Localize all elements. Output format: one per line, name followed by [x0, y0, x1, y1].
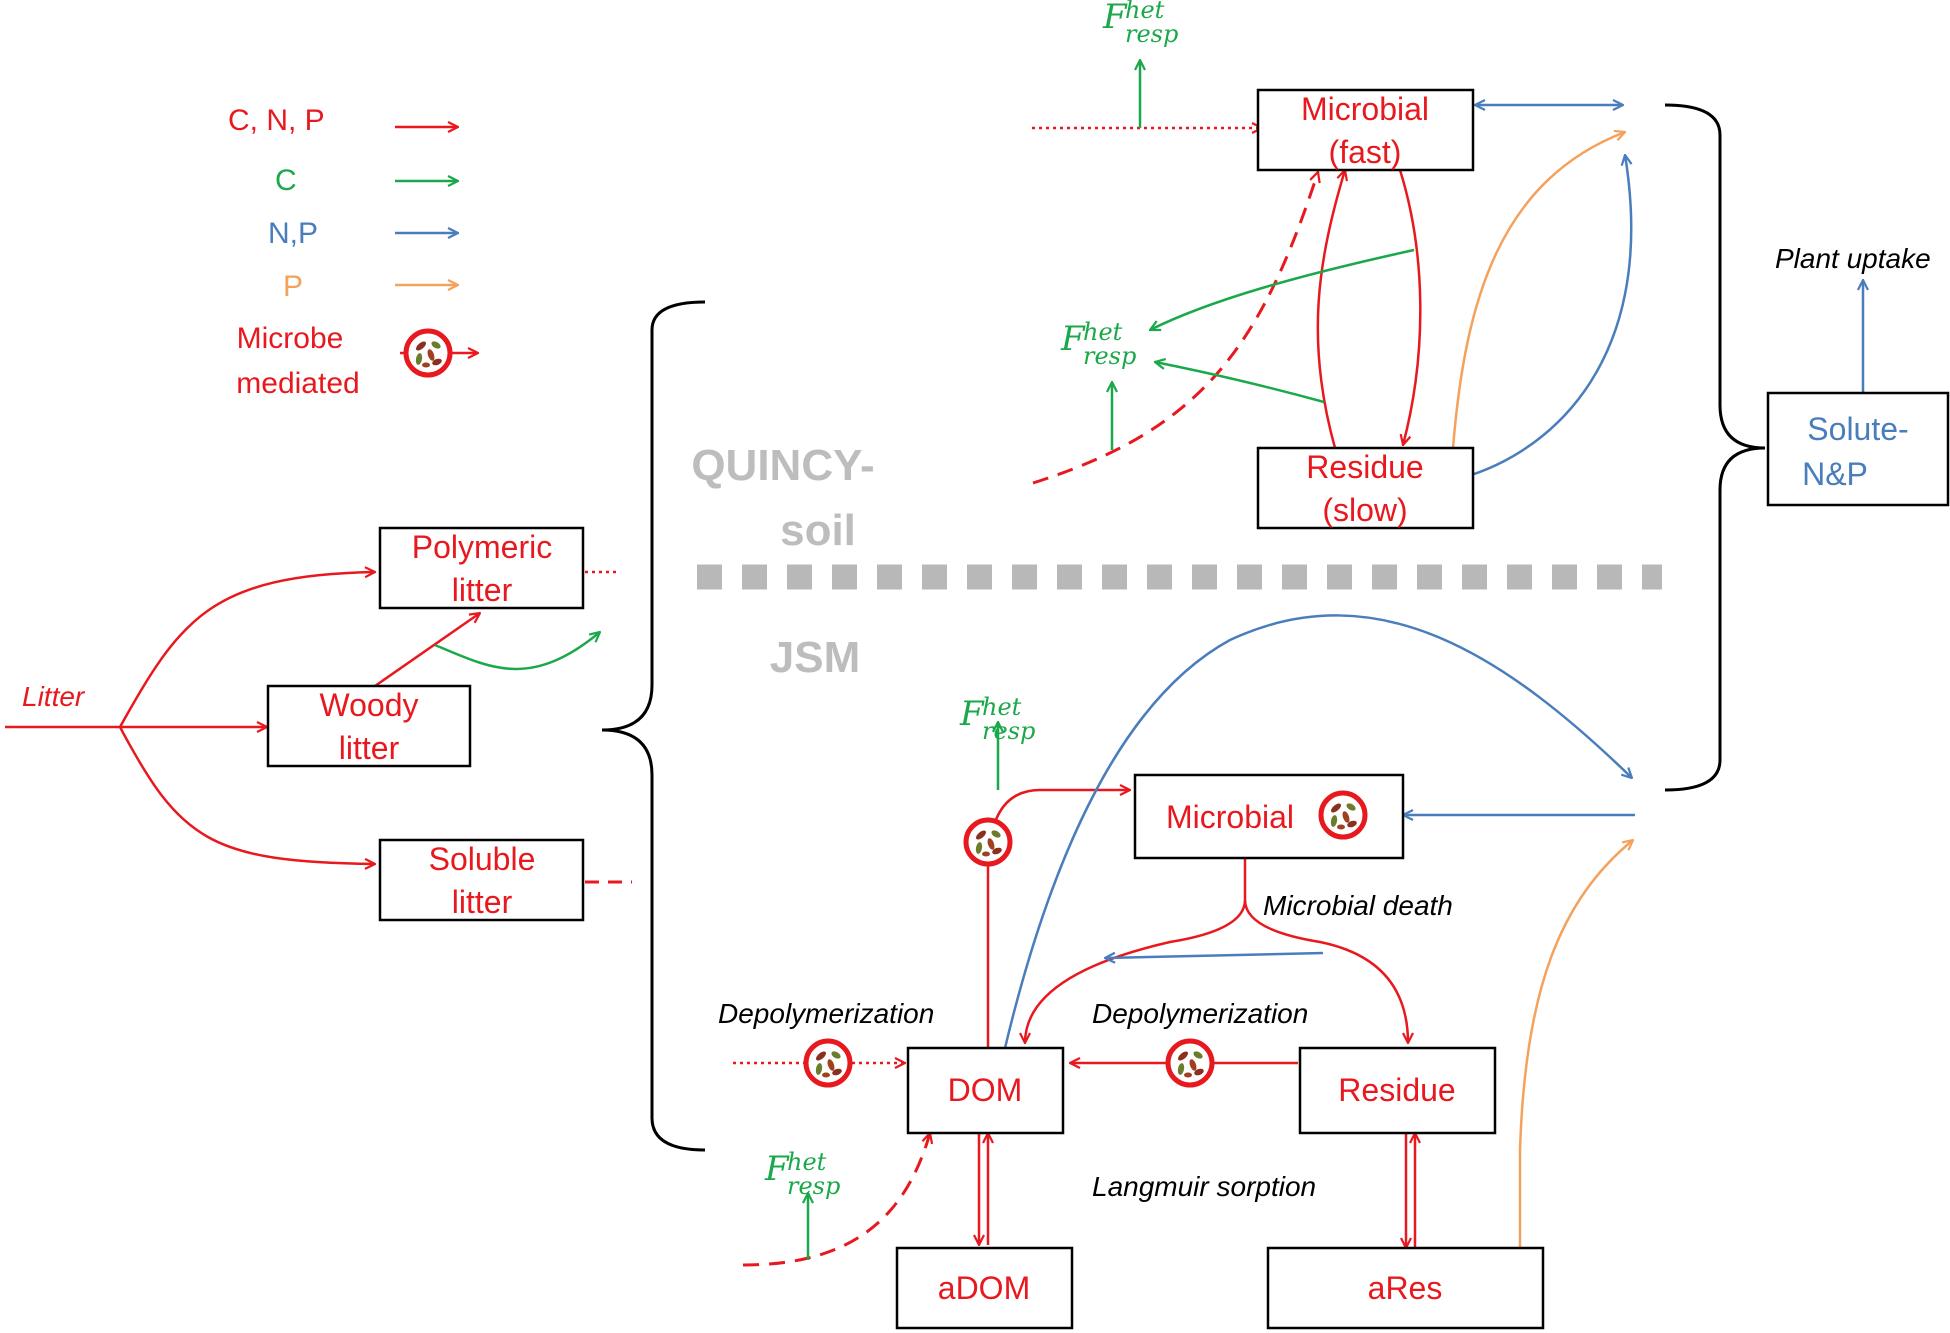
ares-label: aRes — [1368, 1270, 1443, 1306]
solute-brace — [1664, 103, 1766, 792]
legend-cnp-label: C, N, P — [228, 104, 325, 137]
woody-to-polymeric-arrow — [374, 613, 480, 688]
jsm-flows — [733, 614, 1635, 1267]
f-resp-het-dom-base: F — [959, 694, 985, 734]
jsm-residue-label: Residue — [1338, 1072, 1455, 1108]
residue-p-release-arrow — [1451, 132, 1625, 449]
death-to-dom-arrow — [1025, 858, 1247, 1043]
quincy-residue-label-2: (slow) — [1322, 492, 1407, 528]
dom-box[interactable]: DOM — [906, 1046, 1065, 1135]
microbial-respiration-arrow — [1150, 248, 1415, 332]
f-resp-het-mid-sub: resp — [1083, 342, 1136, 370]
quincy-microbial-fast-box[interactable]: Microbial (fast) — [1256, 88, 1475, 172]
polymeric-litter-label-1: Polymeric — [412, 529, 552, 565]
f-resp-het-mid-sup: het — [1083, 318, 1123, 346]
dom-label: DOM — [948, 1072, 1023, 1108]
quincy-soil-label-2: soil — [780, 506, 856, 555]
f-resp-het-top-sup: het — [1125, 0, 1165, 24]
jsm-label: JSM — [770, 633, 860, 682]
plant-uptake-label: Plant uptake — [1775, 243, 1931, 274]
legend-microbe-label-2: mediated — [236, 367, 359, 400]
woody-litter-label-2: litter — [339, 730, 400, 766]
legend-p-label: P — [283, 270, 303, 303]
f-resp-het-label-dom: F het resp — [959, 693, 1035, 745]
microbe-uptake-icon — [966, 820, 1010, 864]
ares-box[interactable]: aRes — [1266, 1246, 1545, 1330]
legend-microbe-icon — [406, 331, 450, 375]
legend-c-label: C — [275, 164, 297, 197]
litter-to-polymeric-arrow — [118, 572, 375, 728]
jsm-microbial-box[interactable]: Microbial — [1133, 773, 1405, 860]
litter-label: Litter — [22, 681, 86, 712]
residue-respiration-arrow — [1155, 362, 1325, 404]
f-resp-het-bottom-sup: het — [787, 1148, 827, 1176]
soluble-to-dom-dashed-arrow — [742, 1133, 930, 1267]
quincy-soil-label-1: QUINCY- — [691, 441, 874, 490]
microbial-death-label: Microbial death — [1263, 890, 1453, 921]
f-resp-het-label-quincy-mid: F het resp — [1060, 318, 1136, 370]
residue-solute-exchange-arrow — [1453, 155, 1631, 480]
jsm-residue-box[interactable]: Residue — [1298, 1046, 1497, 1135]
microbe-residue-depolymerization-icon — [1168, 1041, 1212, 1085]
depolymerization-right-label: Depolymerization — [1092, 998, 1308, 1029]
microbial-to-residue-arrow — [1398, 169, 1422, 445]
f-resp-het-mid-base: F — [1060, 319, 1086, 359]
death-to-residue-arrow — [1243, 899, 1408, 1043]
adom-label: aDOM — [938, 1270, 1030, 1306]
polymeric-litter-label-2: litter — [452, 572, 513, 608]
jsm-microbial-icon — [1321, 793, 1365, 837]
polymeric-litter-box[interactable]: Polymeric litter — [378, 526, 585, 610]
solute-label-1: Solute- — [1807, 411, 1908, 447]
dom-to-solute-arrow — [1003, 614, 1632, 1049]
microbe-litter-depolymerization-icon — [806, 1041, 850, 1085]
f-resp-het-label-top: F het resp — [1102, 0, 1178, 48]
f-resp-het-top-base: F — [1102, 0, 1128, 37]
ares-p-release-arrow — [1518, 840, 1633, 1248]
legend: C, N, P C N,P P Microbe mediated — [228, 104, 478, 400]
residue-to-microbial-arrow — [1316, 170, 1345, 449]
quincy-residue-slow-box[interactable]: Residue (slow) — [1256, 446, 1475, 530]
soluble-litter-box[interactable]: Soluble litter — [378, 838, 585, 922]
f-resp-het-dom-sub: resp — [982, 717, 1035, 745]
quincy-residue-label-1: Residue — [1306, 449, 1423, 485]
quincy-microbial-label-2: (fast) — [1329, 134, 1402, 170]
f-resp-het-label-bottom: F het resp — [764, 1148, 840, 1200]
legend-microbe-label-1: Microbe — [237, 322, 344, 355]
woody-respiration-arrow — [434, 632, 600, 671]
legend-np-label: N,P — [268, 217, 318, 250]
litter-flows — [5, 572, 632, 884]
jsm-brace — [601, 300, 706, 1152]
f-resp-het-top-sub: resp — [1125, 20, 1178, 48]
soluble-litter-label-2: litter — [452, 884, 513, 920]
woody-litter-box[interactable]: Woody litter — [266, 684, 472, 768]
adom-box[interactable]: aDOM — [895, 1246, 1074, 1330]
solute-label-2: N&P — [1802, 456, 1868, 492]
f-resp-het-bottom-base: F — [764, 1149, 790, 1189]
f-resp-het-bottom-sub: resp — [787, 1172, 840, 1200]
woody-litter-label-1: Woody — [319, 687, 418, 723]
solute-np-box[interactable]: Solute- N&P — [1766, 391, 1950, 507]
f-resp-het-dom-sup: het — [982, 693, 1022, 721]
langmuir-sorption-label: Langmuir sorption — [1092, 1171, 1316, 1202]
soluble-litter-label-1: Soluble — [429, 841, 536, 877]
jsm-microbial-label: Microbial — [1166, 799, 1294, 835]
litter-to-soluble-arrow — [118, 726, 375, 864]
quincy-microbial-label-1: Microbial — [1301, 91, 1429, 127]
depolymerization-left-label: Depolymerization — [718, 998, 934, 1029]
death-np-mineral-arrow — [1105, 951, 1324, 958]
quincy-flows — [1032, 60, 1863, 485]
